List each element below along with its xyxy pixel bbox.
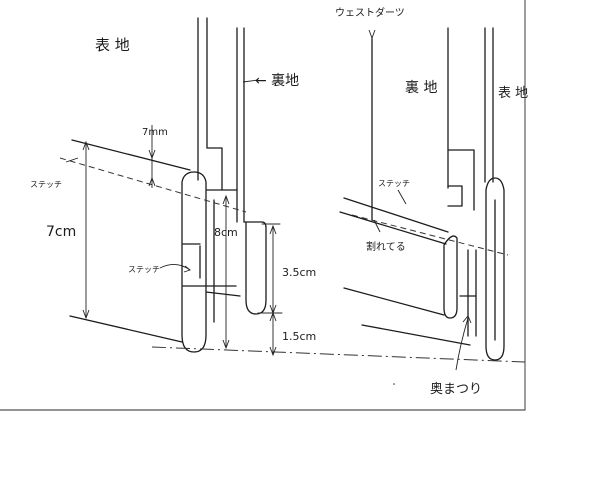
left-hem-fold [181,171,207,353]
stray-mark [393,383,395,385]
label-ura-right: 裏 地 [405,79,437,96]
label-dim-7cm: 7cm [46,224,76,240]
right-lining-mid-edge [339,211,447,245]
right-lining-top-edge [343,197,449,233]
dim-8cm-arrow-bottom [222,339,230,350]
right-inner-step-b [447,185,463,207]
label-ura-left: ← 裏地 [255,72,299,89]
label-stitch-inner: ステッチ [128,265,160,274]
left-hem-bottom-edge [69,315,183,343]
label-oku-matsuri: 奥まつり [430,382,482,397]
left-tick-c [205,291,241,297]
right-dart-arrow [368,29,376,40]
right-stitch-line [351,214,509,256]
stitch-inner-leader [159,264,191,271]
wareteru-leader [373,219,381,233]
dim-1-5cm-arrow-top [269,311,277,322]
label-dim-1-5cm: 1.5cm [282,330,316,343]
right-inner-step-a [447,149,475,211]
dim-1-5cm-arrow-bottom [269,346,277,357]
stitch-left-leader [65,157,79,163]
left-stitch-line [59,157,247,213]
left-hem-drawing [59,17,526,363]
dim-8cm-arrow-top [222,194,230,205]
oku-matsuri-arrowhead [462,315,472,324]
dim-7cm-arrow-bottom [82,309,90,320]
ura-left-leader [242,79,259,83]
label-wareteru: 割れてる [366,240,406,253]
oku-matsuri-leader [455,317,469,371]
dim-7mm-arrow-a [148,149,156,160]
dim-3-5cm-arrow-top [269,224,277,235]
right-lining-fold [443,235,458,319]
label-dim-7mm: 7mm [142,127,168,138]
stitch-inner-arrowhead [183,265,191,273]
label-dim-3-5cm: 3.5cm [282,266,316,279]
right-hem-drawing [339,27,509,385]
hem-baseline [151,346,526,363]
label-omote-right: 表 地 [498,86,528,101]
right-outer-bottom-edge [361,324,471,346]
label-stitch-left: ステッチ [30,180,62,189]
left-inner-step-a [206,147,223,191]
left-hem-top-edge [71,139,191,171]
dim-7mm-arrow-b [148,176,156,187]
label-stitch-right: ステッチ [378,179,410,188]
label-waist-dart: ウェストダーツ [335,6,405,19]
label-omote-left: 表 地 [95,36,130,54]
label-dim-8cm: 8cm [214,226,238,239]
stitch-right-leader [397,189,407,205]
left-lining-fold [243,221,267,315]
right-outer-fold [485,177,505,361]
right-lining-bottom-edge [343,287,445,316]
dim-7cm-arrow-top [82,140,90,151]
